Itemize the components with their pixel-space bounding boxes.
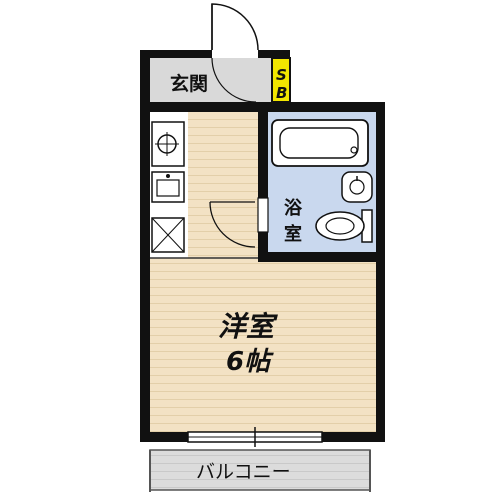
shoe-box-label-top: S <box>276 66 287 84</box>
western-room-size: 6帖 <box>226 347 274 377</box>
bathroom-label-line2: 室 <box>284 223 302 245</box>
door-swing-icon <box>211 3 259 58</box>
balcony-label: バルコニー <box>196 461 291 483</box>
shoe-box-label-bottom: B <box>276 84 287 102</box>
western-room-floor <box>150 262 376 432</box>
ventilation-icon <box>151 217 185 253</box>
kitchen-sink-icon <box>151 171 185 203</box>
bathroom-label-line1: 浴 <box>284 198 303 219</box>
washbasin-icon <box>341 171 373 203</box>
entrance-label: 玄関 <box>170 72 208 95</box>
bathtub-icon <box>271 119 369 167</box>
entrance-floor <box>150 58 272 102</box>
hallway-floor <box>188 112 260 258</box>
western-room-label: 洋室 <box>218 310 278 343</box>
gas-stove-icon <box>151 121 185 167</box>
door-swing-icon <box>209 201 256 248</box>
toilet-icon <box>315 209 373 243</box>
